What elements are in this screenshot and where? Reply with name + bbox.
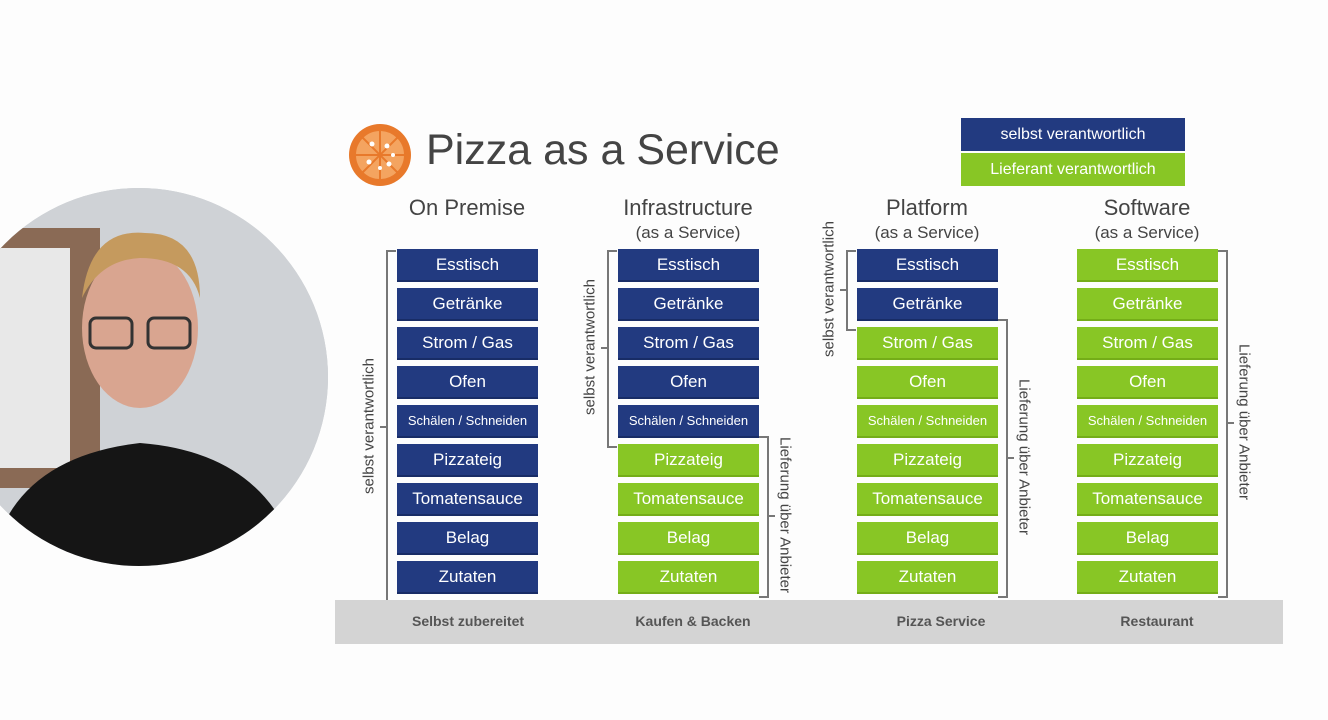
layer-box: Strom / Gas [1077,327,1218,360]
legend-self: selbst verantwortlich [961,118,1185,151]
layer-box: Ofen [857,366,998,399]
layer-box: Schälen / Schneiden [618,405,759,438]
self-responsible-label: selbst verantwortlich [360,358,378,494]
layer-box: Esstisch [397,249,538,282]
column-subtitle: (as a Service) [635,223,741,242]
pizza-icon [347,122,413,193]
layer-box: Schälen / Schneiden [1077,405,1218,438]
column-subtitle: (as a Service) [1094,223,1200,242]
column-title: Software [1103,195,1191,220]
bracket-tick [840,288,846,291]
column-footer: Kaufen & Backen [635,613,751,629]
column-title: On Premise [408,195,526,220]
provider-bracket [759,436,769,598]
provider-delivery-label: Lieferung über Anbieter [776,437,794,593]
self-bracket [386,250,396,606]
legend-provider: Lieferant verantwortlich [961,153,1185,186]
column-title: Infrastructure [623,195,753,220]
layer-box: Strom / Gas [857,327,998,360]
layer-box: Ofen [397,366,538,399]
self-bracket [607,250,617,448]
self-bracket [846,250,856,331]
bracket-tick [380,426,386,428]
bracket-tick [601,347,607,349]
layer-box: Tomatensauce [618,483,759,516]
layer-box: Zutaten [857,561,998,594]
layer-box: Getränke [1077,288,1218,321]
column-subtitle: (as a Service) [874,223,980,242]
bracket-tick [1228,422,1234,424]
layer-box: Pizzateig [618,444,759,477]
provider-bracket [998,319,1008,598]
layer-box: Zutaten [618,561,759,594]
layer-box: Zutaten [397,561,538,594]
layer-box: Esstisch [618,249,759,282]
column-footer: Selbst zubereitet [411,613,525,629]
layer-box: Pizzateig [1077,444,1218,477]
layer-box: Getränke [397,288,538,321]
column-footer: Restaurant [1120,613,1194,629]
layer-box: Tomatensauce [1077,483,1218,516]
layer-box: Belag [397,522,538,555]
bracket-tick [769,515,775,517]
self-responsible-label: selbst verantwortlich [820,220,838,357]
presenter-video-icon [0,188,328,566]
column-title: Platform [886,195,968,220]
layer-box: Schälen / Schneiden [857,405,998,438]
webcam-overlay [0,188,328,566]
layer-box: Pizzateig [397,444,538,477]
footer-band [335,600,1283,644]
provider-delivery-label: Lieferung über Anbieter [1235,344,1253,500]
layer-box: Schälen / Schneiden [397,405,538,438]
layer-box: Strom / Gas [397,327,538,360]
layer-box: Tomatensauce [397,483,538,516]
column-footer: Pizza Service [896,613,986,629]
provider-delivery-label: Lieferung über Anbieter [1015,378,1033,535]
layer-box: Zutaten [1077,561,1218,594]
layer-box: Strom / Gas [618,327,759,360]
provider-bracket [1218,250,1228,598]
layer-box: Pizzateig [857,444,998,477]
layer-box: Belag [618,522,759,555]
layer-box: Getränke [618,288,759,321]
layer-box: Esstisch [857,249,998,282]
layer-box: Getränke [857,288,998,321]
layer-box: Belag [1077,522,1218,555]
layer-box: Esstisch [1077,249,1218,282]
self-responsible-label: selbst verantwortlich [581,279,599,415]
slide-title: Pizza as a Service [426,126,780,174]
layer-box: Belag [857,522,998,555]
layer-box: Tomatensauce [857,483,998,516]
layer-box: Ofen [1077,366,1218,399]
bracket-tick [1008,456,1014,459]
layer-box: Ofen [618,366,759,399]
